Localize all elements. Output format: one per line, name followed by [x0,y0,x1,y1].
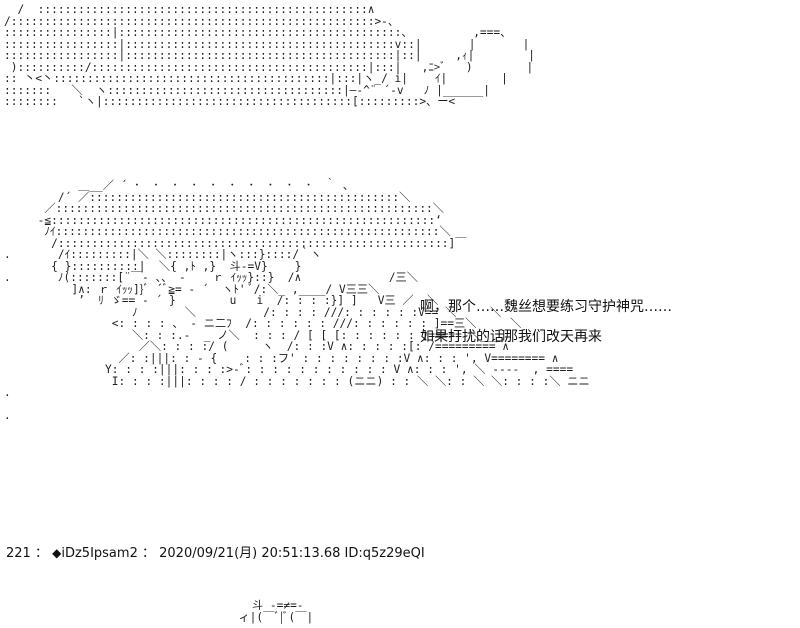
dialogue-line-2: 如果打扰的话那我们改天再来 [420,329,602,345]
post-date: 2020/09/21(月) 20:51:13.68 [159,546,341,561]
trip-diamond-icon: ◆ [52,546,62,560]
post-separator: ： [141,546,155,561]
ascii-art-bottom: 斗 -=≠=- ィ|(￣ﾞ|ﾞ(￣| [238,599,314,624]
tripcode: iDz5Ipsam2 [61,546,138,561]
post-id[interactable]: ID:q5z29eQI [344,546,425,561]
post-header: 221 ： ◆iDz5Ipsam2 ： 2020/09/21(月) 20:51:… [6,542,425,561]
dialogue-line-1: 啊，那个……魏丝想要练习守护神咒…… [420,299,672,315]
post-number-colon: ： [34,546,48,561]
post-number[interactable]: 221 [6,546,31,561]
ascii-art-top: / ::::::::::::::::::::::::::::::::::::::… [4,3,535,108]
ascii-art-middle: ＿__／ ´ ･ ･ ･ ･ ･ ･ ･ ･ ･ ･ ｀ 、 /´ ／:::::… [4,179,590,422]
